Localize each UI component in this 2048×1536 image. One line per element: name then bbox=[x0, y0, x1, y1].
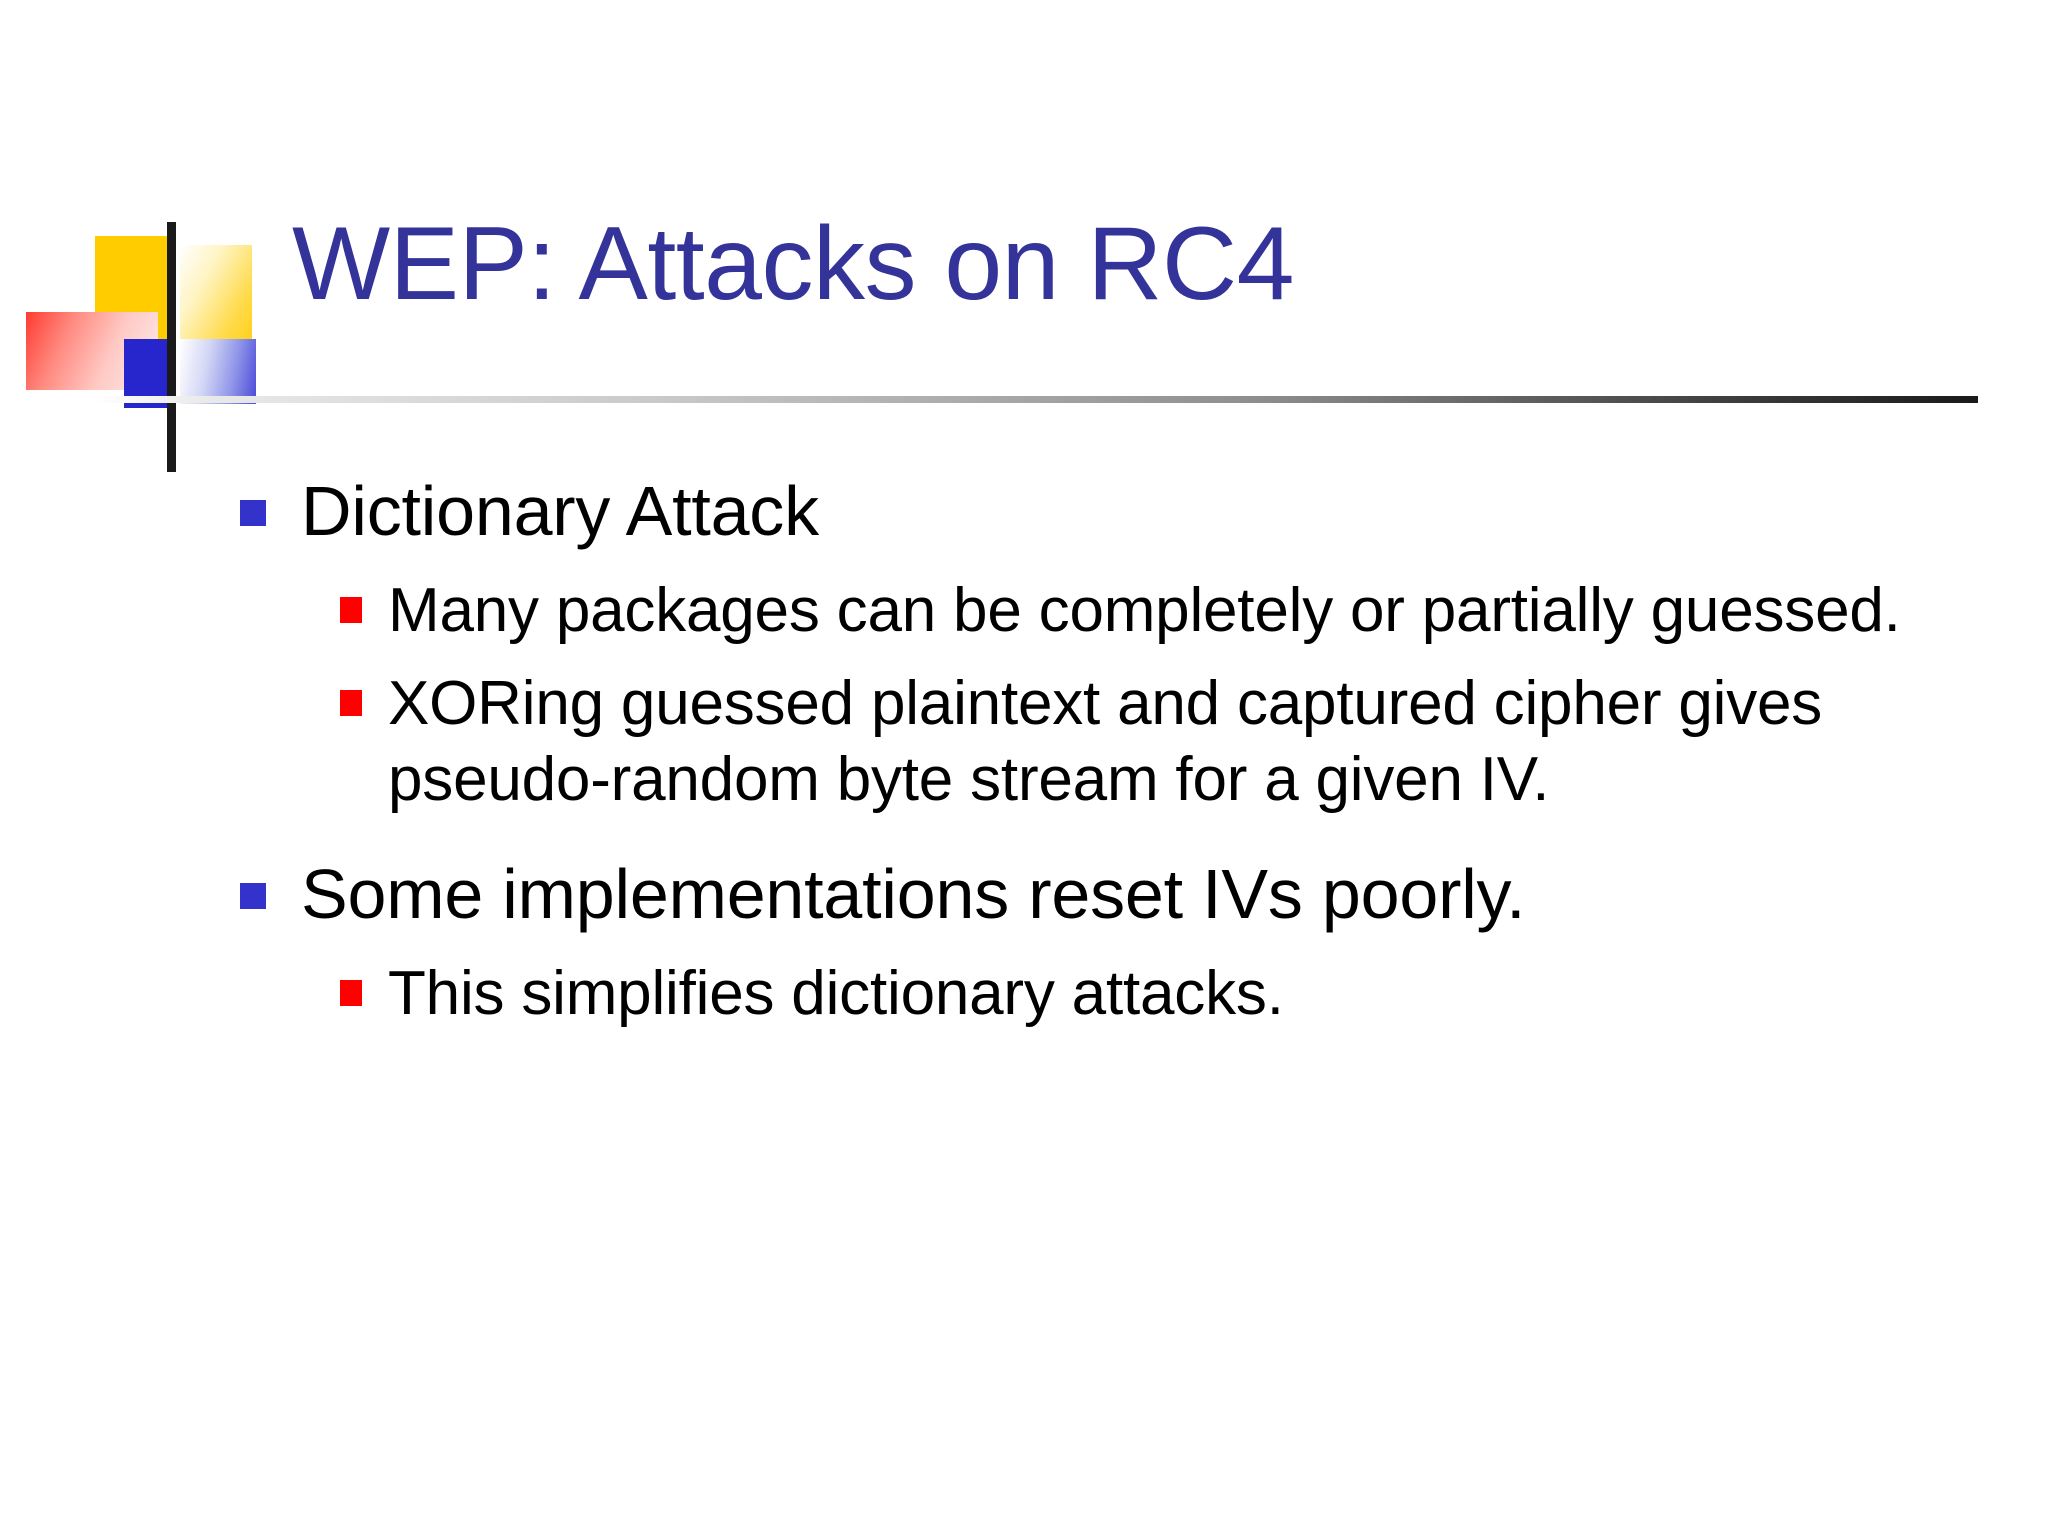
spacer bbox=[240, 557, 2020, 573]
bullet-level1-reset-ivs: Some implementations reset IVs poorly. bbox=[240, 853, 2020, 936]
slide-title: WEP: Attacks on RC4 bbox=[292, 206, 1294, 322]
bullet-text: Dictionary Attack bbox=[301, 472, 819, 550]
spacer bbox=[240, 819, 2020, 853]
bullet-level2-many-packages: Many packages can be completely or parti… bbox=[340, 573, 2020, 649]
square-bullet-icon bbox=[240, 500, 266, 526]
slide-body: Dictionary Attack Many packages can be c… bbox=[240, 470, 2020, 1034]
bullet-text: Many packages can be completely or parti… bbox=[388, 575, 1901, 645]
spacer bbox=[240, 940, 2020, 956]
square-bullet-icon bbox=[340, 596, 362, 623]
square-bullet-icon bbox=[240, 883, 266, 910]
bullet-level2-xoring: XORing guessed plaintext and captured ci… bbox=[340, 666, 2020, 817]
square-bullet-icon bbox=[340, 980, 362, 1007]
bullet-text: This simplifies dictionary attacks. bbox=[388, 959, 1284, 1029]
ornament-blue-gradient-rectangle bbox=[180, 339, 256, 404]
bullet-level1-dictionary-attack: Dictionary Attack bbox=[240, 470, 2020, 553]
slide-ornament bbox=[0, 0, 320, 472]
ornament-red-gradient-rectangle bbox=[26, 312, 158, 390]
ornament-vertical-black-bar bbox=[167, 222, 176, 472]
spacer bbox=[240, 650, 2020, 666]
ornament-yellow-solid-square bbox=[95, 236, 172, 339]
bullet-text: XORing guessed plaintext and captured ci… bbox=[388, 669, 1823, 814]
title-divider-rule bbox=[96, 396, 1978, 403]
ornament-yellow-gradient-square bbox=[180, 245, 252, 340]
square-bullet-icon bbox=[340, 690, 362, 717]
bullet-text: Some implementations reset IVs poorly. bbox=[301, 855, 1526, 934]
bullet-level2-simplifies: This simplifies dictionary attacks. bbox=[340, 956, 2020, 1032]
